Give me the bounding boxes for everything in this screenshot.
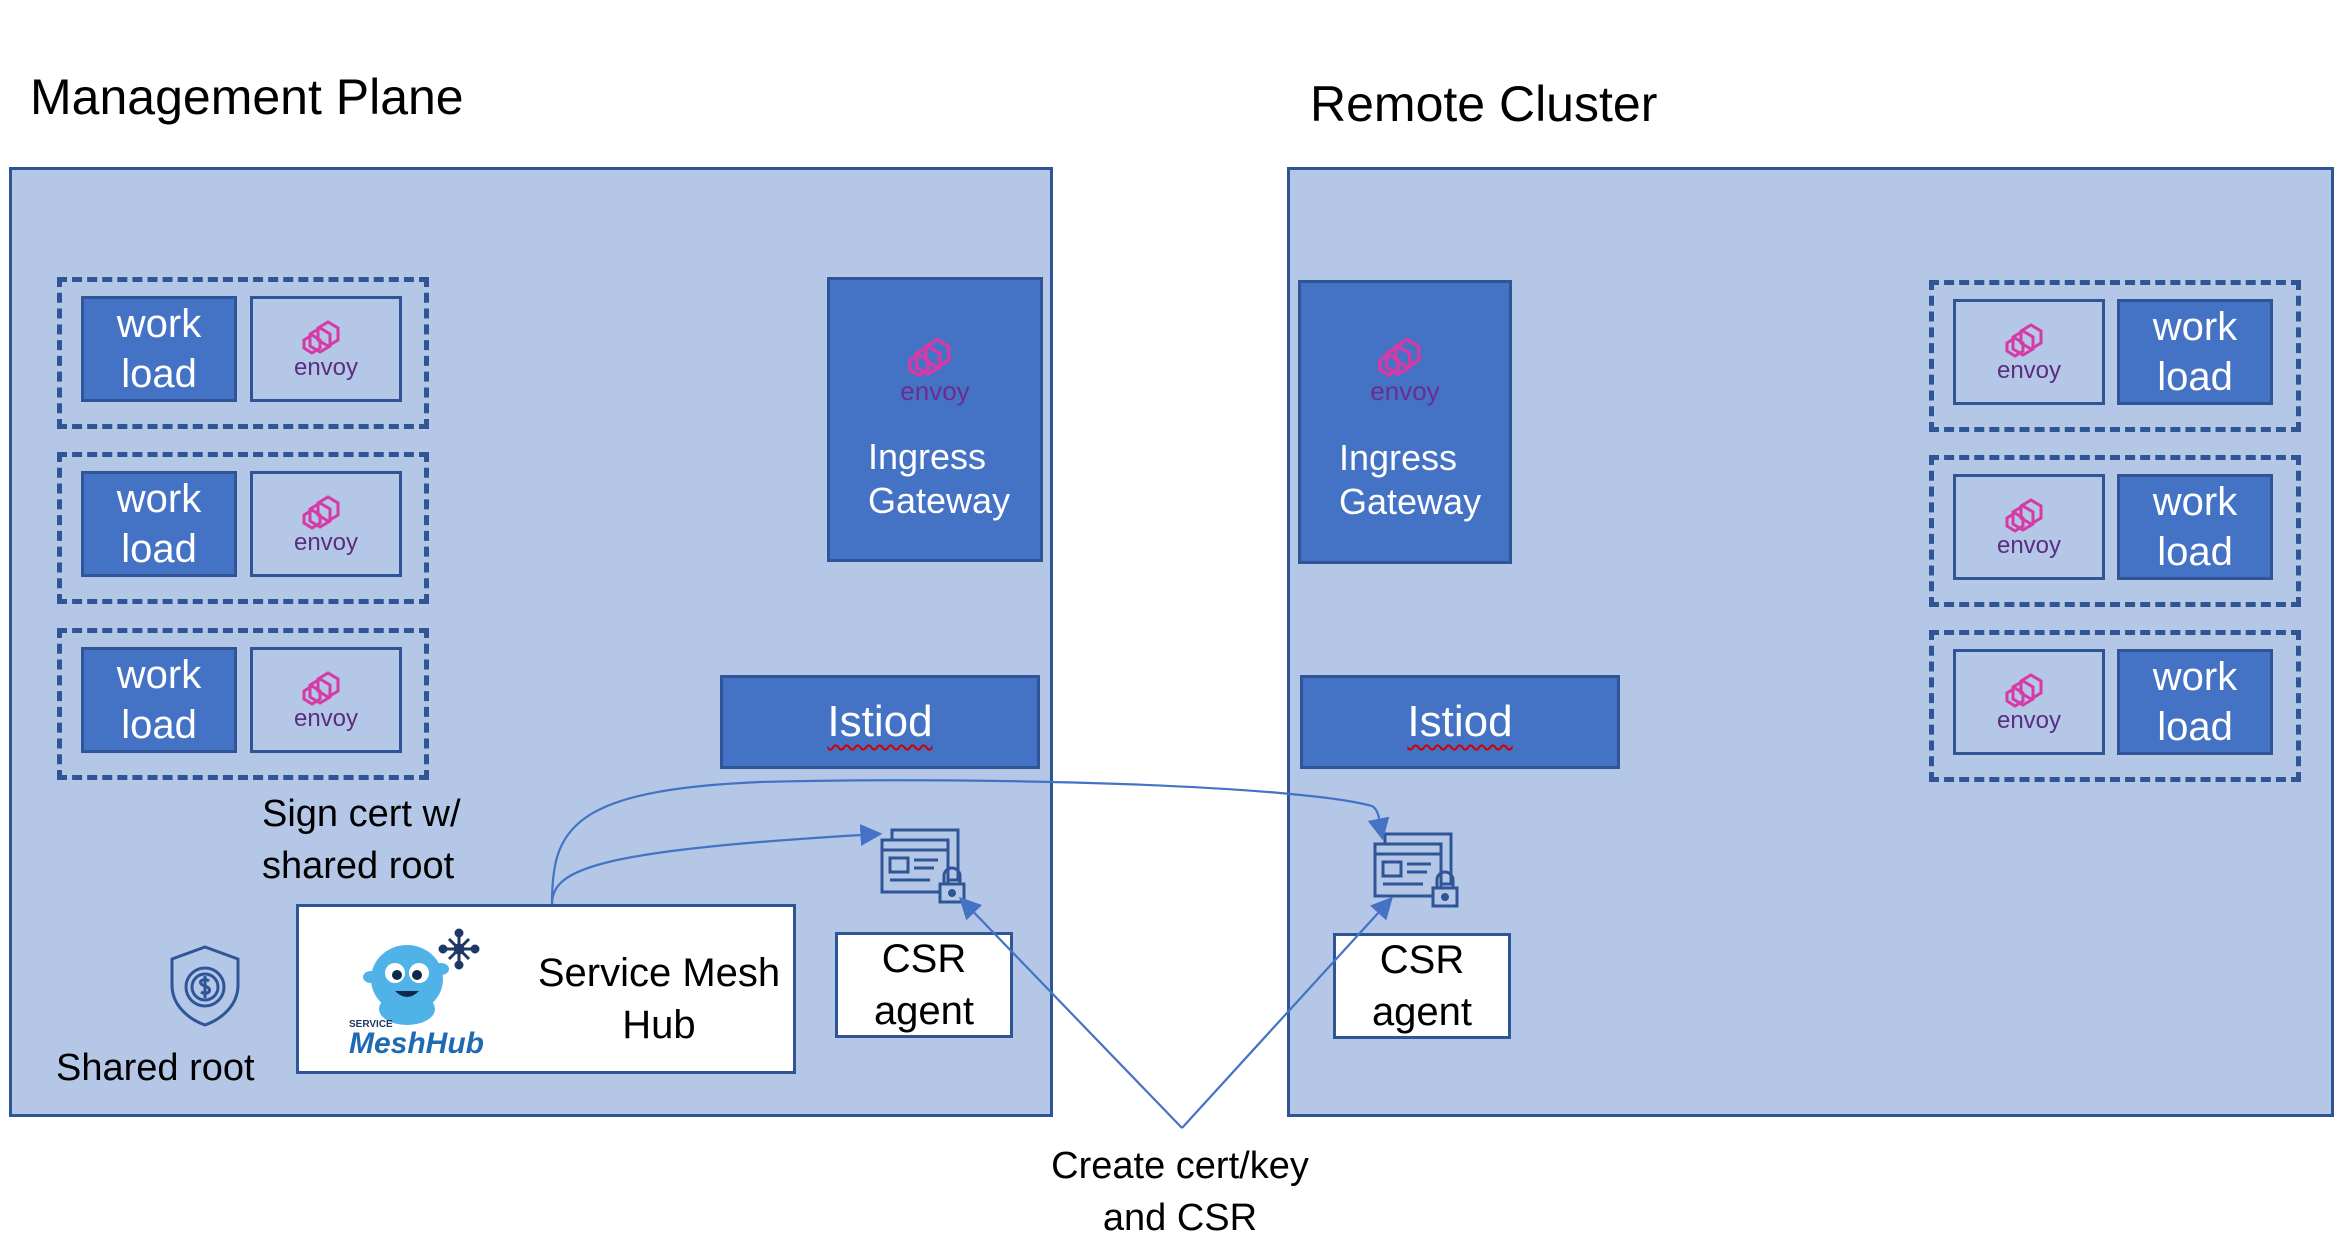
istiod: Istiod	[1300, 675, 1620, 769]
workload-label: work	[2152, 480, 2238, 524]
envoy-label: envoy	[1996, 357, 2062, 384]
smh-label-line2: Hub	[622, 1003, 696, 1047]
csr-agent-label: agent	[873, 989, 975, 1033]
workload: work load	[2117, 299, 2273, 405]
envoy-sidecar: envoy	[1953, 474, 2105, 580]
istiod-label: Istiod	[1407, 697, 1513, 746]
envoy-sidecar: envoy	[1953, 649, 2105, 755]
service-mesh-hub-label: Service Mesh Hub	[509, 947, 809, 1051]
workload: work load	[81, 647, 237, 753]
envoy-label: envoy	[1996, 707, 2062, 734]
meshhub-logo	[339, 917, 489, 1067]
gateway-label-line1: Ingress	[868, 436, 987, 477]
workload: work load	[81, 471, 237, 577]
pod	[1929, 630, 2301, 782]
sign-arrow-remote	[550, 779, 1390, 905]
create-arrow-local	[958, 896, 1183, 1129]
ingress-gateway: envoy Ingress Gateway	[827, 277, 1043, 562]
create-cert-note: Create cert/key and CSR	[1000, 1140, 1360, 1244]
management-plane-title: Management Plane	[30, 69, 464, 125]
gateway-label: Ingress Gateway	[868, 435, 1010, 523]
workload: work load	[2117, 649, 2273, 755]
envoy-logo-icon	[298, 318, 354, 358]
sign-cert-note: Sign cert w/ shared root	[262, 788, 461, 892]
service-mesh-hub: SERVICE MeshHub Service Mesh Hub	[296, 904, 796, 1074]
meshhub-logo-text: MeshHub	[349, 1027, 484, 1060]
envoy-label: envoy	[1996, 532, 2062, 559]
pod	[57, 277, 429, 429]
workload: work load	[2117, 474, 2273, 580]
envoy-sidecar: envoy	[1953, 299, 2105, 405]
envoy-sidecar: envoy	[250, 471, 402, 577]
envoy-sidecar: envoy	[250, 647, 402, 753]
pod	[1929, 455, 2301, 607]
envoy-logo-icon	[298, 669, 354, 709]
envoy-label: envoy	[293, 529, 359, 556]
workload-label: work	[116, 302, 202, 346]
workload-label: load	[2157, 530, 2233, 574]
pod	[57, 628, 429, 780]
workload-label: load	[121, 703, 197, 747]
workload-label: load	[2157, 705, 2233, 749]
envoy-label: envoy	[293, 354, 359, 381]
csr-agent: CSR agent	[835, 932, 1013, 1038]
pod	[1929, 280, 2301, 432]
gateway-envoy-logo: envoy	[830, 335, 1040, 406]
sign-cert-line1: Sign cert w/	[262, 793, 461, 835]
workload-label: load	[121, 527, 197, 571]
create-cert-line2: and CSR	[1102, 1197, 1258, 1239]
workload-label: work	[116, 653, 202, 697]
gateway-label-line1: Ingress	[1339, 437, 1458, 478]
ingress-gateway: envoy Ingress Gateway	[1298, 280, 1512, 564]
envoy-logo-icon	[2001, 321, 2057, 361]
gateway-label-line2: Gateway	[868, 480, 1011, 521]
csr-agent: CSR agent	[1333, 933, 1511, 1039]
shield-icon	[162, 943, 248, 1029]
certificate-icon	[878, 826, 974, 906]
sign-cert-line2: shared root	[262, 845, 455, 887]
gateway-label: Ingress Gateway	[1339, 436, 1481, 524]
envoy-label: envoy	[900, 376, 970, 406]
envoy-logo-icon	[298, 493, 354, 533]
envoy-sidecar: envoy	[250, 296, 402, 402]
istiod: Istiod	[720, 675, 1040, 769]
workload-label: load	[121, 352, 197, 396]
envoy-label: envoy	[1370, 376, 1440, 406]
shared-root-label: Shared root	[56, 1047, 255, 1089]
workload-label: work	[2152, 305, 2238, 349]
remote-cluster-title: Remote Cluster	[1310, 76, 1658, 132]
certificate-icon	[1371, 830, 1467, 910]
gateway-label-line2: Gateway	[1339, 481, 1482, 522]
sign-arrow-local	[550, 824, 883, 905]
csr-agent-label: agent	[1371, 990, 1473, 1034]
csr-agent-label: CSR	[881, 937, 967, 981]
gateway-envoy-logo: envoy	[1301, 335, 1509, 406]
smh-label-line1: Service Mesh	[537, 951, 781, 995]
envoy-label: envoy	[293, 705, 359, 732]
pod	[57, 452, 429, 604]
create-arrow-remote	[1181, 896, 1393, 1129]
envoy-logo-icon	[2001, 496, 2057, 536]
workload-label: work	[116, 477, 202, 521]
envoy-logo-icon	[2001, 671, 2057, 711]
workload-label: work	[2152, 655, 2238, 699]
envoy-logo-icon	[902, 335, 968, 381]
envoy-logo-icon	[1372, 335, 1438, 381]
workload: work load	[81, 296, 237, 402]
workload-label: load	[2157, 355, 2233, 399]
create-cert-line1: Create cert/key	[1051, 1145, 1309, 1187]
meshhub-logo-top-text: SERVICE	[349, 1019, 393, 1030]
csr-agent-label: CSR	[1379, 938, 1465, 982]
istiod-label: Istiod	[827, 697, 933, 746]
